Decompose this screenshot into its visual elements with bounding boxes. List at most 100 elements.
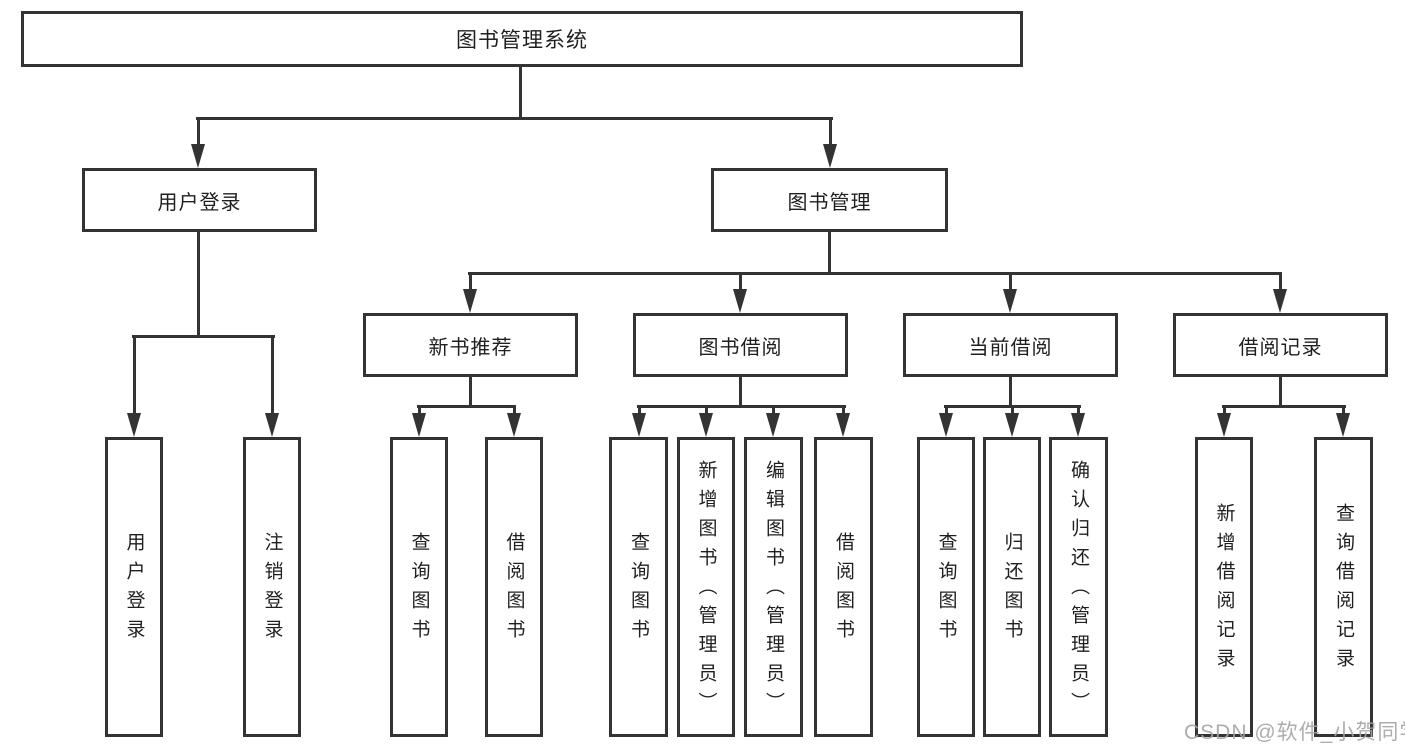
leaf-recommend-borrow-books: 借阅图书: [485, 437, 543, 737]
arrow-to-leaf-borrow-1: [632, 405, 646, 437]
arrow-shaft: [738, 272, 742, 289]
connector-level2-branch: [468, 272, 1282, 275]
arrow-to-records: [1273, 272, 1287, 313]
arrow-head-icon: [1071, 413, 1085, 437]
arrow-shaft: [417, 405, 421, 413]
leaf-borrow-add-books-admin: 新增图书（管理员）: [677, 437, 735, 737]
arrow-shaft: [771, 405, 775, 413]
leaf-label: 新增图书（管理员）: [695, 459, 717, 721]
arrow-shaft: [1076, 405, 1080, 413]
node-borrow: 图书借阅: [633, 313, 848, 377]
arrow-shaft: [841, 405, 845, 413]
arrow-head-icon: [632, 413, 646, 437]
connector-borrow-branch: [637, 405, 846, 408]
leaf-label: 查询借阅记录: [1333, 503, 1354, 677]
arrow-head-icon: [127, 413, 141, 437]
leaf-recommend-query-books: 查询图书: [390, 437, 448, 737]
csdn-watermark: CSDN @软件_小贺同学: [1184, 721, 1405, 744]
leaf-records-add-record: 新增借阅记录: [1195, 437, 1253, 737]
arrow-head-icon: [823, 144, 837, 168]
arrow-to-leaf-login-1: [127, 335, 141, 437]
arrow-head-icon: [1003, 289, 1017, 313]
arrow-to-leaf-recommend-2: [507, 405, 521, 437]
arrow-shaft: [1278, 272, 1282, 289]
node-user-login-label: 用户登录: [157, 191, 242, 214]
arrow-shaft: [468, 272, 472, 289]
leaf-borrow-query-books: 查询图书: [609, 437, 668, 737]
connector-mgmt-trunk: [828, 230, 831, 274]
arrow-head-icon: [1217, 413, 1231, 437]
arrow-head-icon: [507, 413, 521, 437]
arrow-head-icon: [463, 289, 477, 313]
leaf-label: 用户登录: [123, 532, 145, 648]
arrow-shaft: [196, 117, 200, 144]
leaf-current-confirm-return-admin: 确认归还（管理员）: [1049, 437, 1108, 737]
arrow-head-icon: [699, 413, 713, 437]
connector-records-branch: [1222, 405, 1346, 408]
arrow-to-leaf-borrow-2: [699, 405, 713, 437]
arrow-to-leaf-records-1: [1217, 405, 1231, 437]
leaf-label: 查询图书: [628, 532, 649, 648]
node-current: 当前借阅: [903, 313, 1118, 377]
arrow-shaft: [132, 335, 136, 413]
connector-recommend-stub: [469, 375, 472, 407]
arrow-head-icon: [766, 413, 780, 437]
arrow-shaft: [944, 405, 948, 413]
arrow-head-icon: [1336, 413, 1350, 437]
leaf-borrow-edit-books-admin: 编辑图书（管理员）: [744, 437, 803, 737]
connector-root-trunk: [519, 65, 522, 119]
leaf-label: 借阅图书: [833, 532, 854, 648]
leaf-label: 确认归还（管理员）: [1068, 459, 1089, 721]
arrow-to-leaf-current-1: [939, 405, 953, 437]
node-borrow-label: 图书借阅: [698, 336, 783, 359]
arrow-shaft: [828, 117, 832, 144]
arrow-head-icon: [939, 413, 953, 437]
arrow-to-leaf-login-2: [265, 335, 279, 437]
arrow-shaft: [637, 405, 641, 413]
leaf-label: 查询图书: [935, 532, 957, 648]
arrow-to-leaf-current-2: [1005, 405, 1019, 437]
node-current-label: 当前借阅: [968, 336, 1053, 359]
node-root-system: 图书管理系统: [21, 11, 1023, 67]
arrow-to-leaf-recommend-1: [412, 405, 426, 437]
arrow-to-current: [1003, 272, 1017, 313]
arrow-to-leaf-records-2: [1336, 405, 1350, 437]
leaf-logout: 注销登录: [243, 437, 301, 737]
leaf-current-query-books: 查询图书: [917, 437, 975, 737]
connector-login-trunk: [197, 230, 200, 337]
node-root-label: 图书管理系统: [456, 29, 588, 52]
leaf-label: 编辑图书（管理员）: [763, 459, 784, 721]
arrow-to-leaf-current-3: [1071, 405, 1085, 437]
leaf-label: 归还图书: [1001, 532, 1023, 648]
arrow-shaft: [512, 405, 516, 413]
arrow-to-book-mgmt: [823, 117, 837, 168]
leaf-label: 注销登录: [261, 532, 283, 648]
node-records: 借阅记录: [1173, 313, 1388, 377]
leaf-label: 借阅图书: [503, 532, 525, 648]
connector-recommend-branch: [417, 405, 516, 408]
arrow-shaft: [704, 405, 708, 413]
connector-level1-branch: [196, 117, 833, 120]
arrow-to-recommend: [463, 272, 477, 313]
arrow-head-icon: [412, 413, 426, 437]
node-records-label: 借阅记录: [1238, 336, 1323, 359]
leaf-borrow-borrow-books: 借阅图书: [814, 437, 873, 737]
connector-borrow-stub: [739, 375, 742, 407]
arrow-head-icon: [1273, 289, 1287, 313]
node-book-mgmt: 图书管理: [711, 168, 948, 232]
node-book-mgmt-label: 图书管理: [787, 191, 872, 214]
arrow-shaft: [1341, 405, 1345, 413]
leaf-current-return-books: 归还图书: [983, 437, 1041, 737]
node-user-login: 用户登录: [82, 168, 317, 232]
node-recommend-label: 新书推荐: [428, 336, 513, 359]
arrow-shaft: [1008, 272, 1012, 289]
arrow-to-leaf-borrow-3: [766, 405, 780, 437]
arrow-head-icon: [836, 413, 850, 437]
arrow-shaft: [1222, 405, 1226, 413]
leaf-records-query-record: 查询借阅记录: [1314, 437, 1373, 737]
arrow-head-icon: [1005, 413, 1019, 437]
connector-login-branch: [132, 335, 275, 338]
leaf-user-login: 用户登录: [105, 437, 163, 737]
arrow-head-icon: [265, 413, 279, 437]
